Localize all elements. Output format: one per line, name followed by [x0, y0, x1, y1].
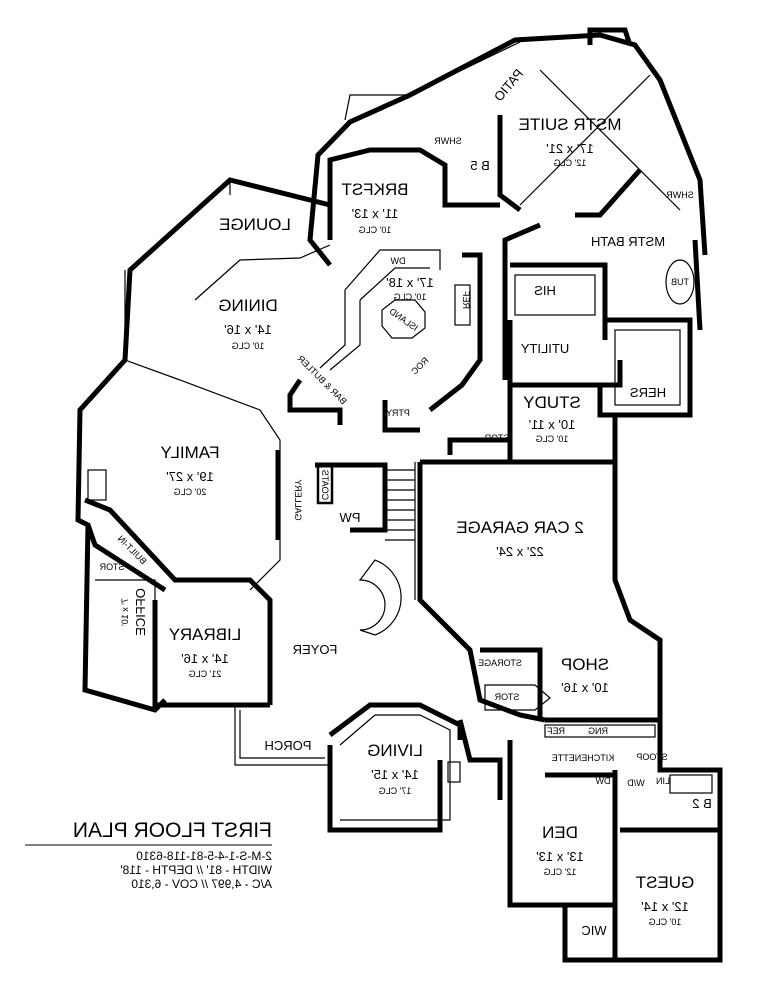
room-dims: 13' x 13': [536, 849, 584, 864]
plan-title: FIRST FLOOR PLAN: [73, 819, 272, 842]
room-dims: 11' x 13': [352, 206, 399, 221]
room-dims: 14' x 16': [181, 651, 229, 666]
room-ceiling: 21' CLG: [189, 669, 222, 679]
room-name: SHOP: [561, 655, 609, 674]
room-ceiling: 10' CLG: [536, 434, 569, 444]
room-name: LOUNGE: [219, 215, 291, 234]
mstr-bath-label: MSTR BATH: [591, 234, 665, 249]
room-name: STUDY: [523, 393, 581, 412]
dishwasher-label: DW: [390, 256, 405, 266]
plan-number: 2-M-S-1-4-5-81-118-6310: [136, 849, 272, 863]
patio-label: PATIO: [491, 66, 526, 104]
ref-label: REF: [546, 726, 565, 736]
bath-5-label: B 5: [470, 158, 490, 173]
pantry-label: PTRY: [386, 408, 410, 418]
range-label: RNG: [588, 726, 608, 736]
kitchenette-label: KITCHENETTE: [552, 753, 615, 763]
range-oven-label: ROC: [409, 355, 431, 377]
bath-2-label: B 2: [692, 796, 712, 811]
room-ceiling: 10' CLG: [649, 917, 682, 927]
shower-label: SHWR: [666, 190, 694, 200]
room-name: DEN: [542, 823, 578, 842]
storage-label: STOR: [484, 433, 509, 443]
room-name: LIVING: [367, 741, 423, 760]
room-dims: 7' x 10': [120, 598, 130, 626]
room-ceiling: 12' CLG: [544, 867, 577, 877]
room-name: OFFICE: [133, 588, 148, 636]
room-name: FAMILY: [160, 443, 219, 462]
island-label: ISLAND: [387, 306, 420, 333]
room-ceiling: 20' CLG: [174, 487, 207, 497]
room-dims: 19' x 27': [166, 469, 214, 484]
room-name: DINING: [218, 296, 278, 315]
porch-label: PORCH: [265, 738, 312, 753]
room-ceiling: 10' CLG: [359, 225, 392, 235]
stoop-label: STOOP: [636, 752, 667, 762]
room-dims: 17' x 18': [386, 275, 434, 290]
room-labels: LOUNGE BRKFST 11' x 13' 10' CLG 17' x 18' 1…: [120, 115, 694, 927]
storage-label: STOR: [494, 692, 519, 702]
plan-area: A/C - 4,997 // COV - 6,310: [131, 877, 272, 891]
dishwasher-label: DW: [595, 776, 610, 786]
title-block: FIRST FLOOR PLAN 2-M-S-1-4-5-81-118-6310…: [25, 819, 272, 891]
walls: [75, 27, 723, 963]
utility-label: UTILITY: [520, 341, 569, 356]
coats-label: COATS: [320, 470, 330, 500]
room-dims: 14' x 16': [224, 322, 272, 337]
storage-label: STOR: [99, 562, 124, 572]
room-name: BRKFST: [341, 180, 408, 199]
hers-closet-label: HERS: [630, 385, 666, 400]
room-name: GUEST: [636, 873, 695, 892]
room-dims: 10' x 16': [561, 680, 609, 695]
plan-dimensions: WIDTH - 81' // DEPTH - 118': [120, 863, 272, 877]
washer-dryer-label: W/D: [627, 778, 645, 788]
room-name: MSTR SUITE: [519, 115, 622, 134]
room-ceiling: 17' CLG: [379, 786, 412, 796]
room-name: 2 CAR GARAGE: [456, 518, 584, 537]
room-dims: 14' x 15': [371, 767, 419, 782]
gallery-label: GALLERY: [293, 479, 303, 520]
room-ceiling: 12' CLG: [554, 158, 587, 168]
room-ceiling: 10' CLG: [394, 292, 427, 302]
shower-label: SHWR: [434, 136, 462, 146]
powder-room-label: PW: [339, 510, 361, 525]
room-dims: 12' x 14': [641, 899, 689, 914]
wic-label: WIC: [581, 923, 606, 938]
his-closet-label: HIS: [534, 283, 556, 298]
foyer-label: FOYER: [293, 642, 338, 657]
room-ceiling: 10' CLG: [232, 341, 265, 351]
room-name: LIBRARY: [169, 625, 241, 644]
room-dims: 17' x 21': [546, 141, 594, 156]
room-dims: 22' x 24': [496, 544, 544, 559]
linen-label: LIN: [656, 776, 670, 786]
room-dims: 10' x 11': [529, 417, 576, 432]
storage-label: STORAGE: [478, 658, 522, 668]
tub-label: TUB: [671, 277, 689, 287]
ref-label: REF: [461, 290, 471, 309]
